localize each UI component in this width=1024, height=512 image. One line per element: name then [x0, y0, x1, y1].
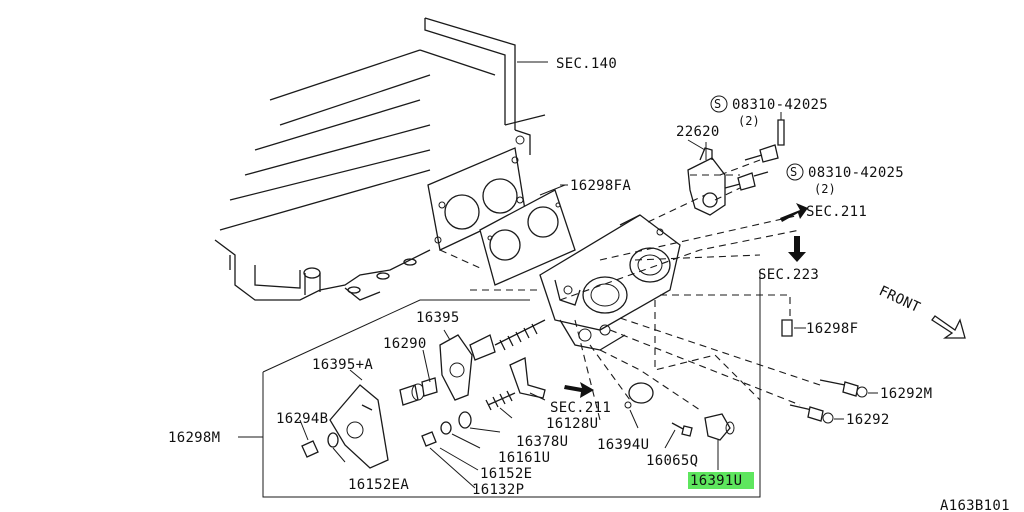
- assembly-dashed-lines: [439, 159, 821, 421]
- leader-lines: [299, 139, 706, 489]
- label-16395: 16395: [416, 310, 460, 326]
- label-bolt-08310-42025-top: 08310-42025: [732, 97, 828, 113]
- label-front: FRONT: [876, 283, 923, 316]
- label-sec211-top: SEC.211: [806, 204, 867, 220]
- gasket-16298fa: [479, 184, 576, 286]
- label-16132p: 16132P: [472, 482, 524, 498]
- label-16290: 16290: [383, 336, 427, 352]
- label-16298fa: 16298FA: [570, 178, 631, 194]
- label-16394u: 16394U: [597, 437, 649, 453]
- figure-id: A163B101: [940, 498, 1010, 512]
- label-bolt-qty-mid: (2): [814, 182, 836, 196]
- throttle-body: [539, 214, 681, 351]
- lower-assembly-box: [238, 270, 761, 498]
- sensor-bolts: [724, 112, 785, 191]
- bolt-16292m: [819, 379, 878, 398]
- label-16292m: 16292M: [880, 386, 932, 402]
- label-16395-a: 16395+A: [312, 357, 373, 373]
- label-bolt-qty-top: (2): [738, 114, 760, 128]
- label-16161u: 16161U: [498, 450, 550, 466]
- s-symbol-2: S: [790, 165, 797, 179]
- label-16065q: 16065Q: [646, 453, 698, 469]
- direction-arrows: [564, 203, 966, 398]
- label-bolt-08310-42025-mid: 08310-42025: [808, 165, 904, 181]
- label-sec223: SEC.223: [758, 267, 819, 283]
- label-16378u: 16378U: [516, 434, 568, 450]
- label-22620: 22620: [676, 124, 720, 140]
- label-16128u: 16128U: [546, 416, 598, 432]
- label-16298m: 16298M: [168, 430, 220, 446]
- highlight-16391u: [688, 472, 754, 489]
- label-16152e: 16152E: [480, 466, 532, 482]
- lower-parts: [301, 319, 735, 470]
- label-sec140: SEC.140: [556, 56, 617, 72]
- label-sec211-bottom: SEC.211: [550, 400, 611, 416]
- cap-16298f: [781, 319, 806, 337]
- label-16152ea: 16152EA: [348, 477, 409, 493]
- label-16391u: 16391U: [690, 473, 742, 489]
- label-16294b: 16294B: [276, 411, 328, 427]
- s-symbol-1: S: [714, 97, 721, 111]
- throttle-position-sensor-22620: [687, 142, 726, 216]
- label-16298f: 16298F: [806, 321, 858, 337]
- bolt-16292: [789, 404, 844, 424]
- label-16292: 16292: [846, 412, 890, 428]
